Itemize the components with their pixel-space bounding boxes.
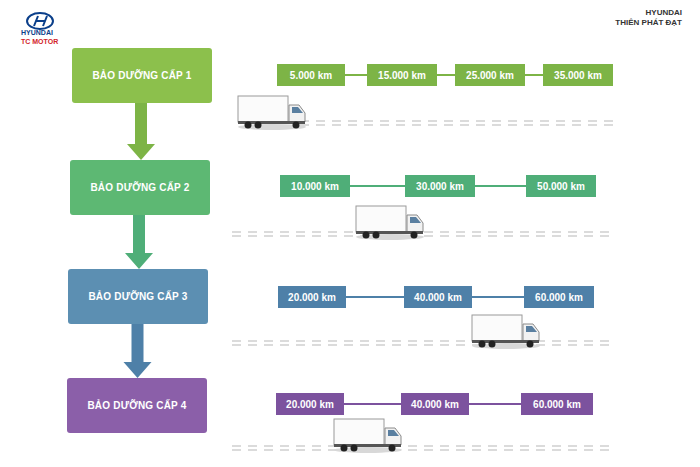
box-text: 40.000 km [414, 292, 462, 303]
truck-window [292, 107, 303, 113]
truck-cab [407, 215, 423, 232]
truck-wheel [489, 341, 496, 348]
truck-wheel [245, 122, 252, 129]
truck-wheel [363, 232, 370, 239]
truck-wheel [479, 341, 486, 348]
box-text: 30.000 km [416, 181, 464, 192]
truck-wheel [293, 122, 300, 129]
timeline-line [345, 74, 367, 76]
timeline-line [525, 74, 543, 76]
box-text: 60.000 km [535, 292, 583, 303]
truck-wheel [341, 445, 348, 452]
truck-cargo [238, 96, 288, 122]
mileage-box: 20.000 km [278, 286, 346, 308]
truck-wheel [411, 232, 418, 239]
road-dash [232, 449, 610, 450]
box-text: 5.000 km [290, 70, 332, 81]
flow-arrow [124, 324, 152, 378]
truck-wheel [351, 445, 358, 452]
mileage-box: 60.000 km [521, 393, 593, 415]
truck-icon [472, 315, 540, 349]
road-dash [232, 340, 610, 341]
truck-cab [385, 428, 401, 445]
mileage-box: 25.000 km [455, 64, 525, 86]
mileage-box: 20.000 km [276, 393, 344, 415]
truck-cab [523, 324, 539, 341]
box-text: BẢO DƯỠNG CẤP 3 [88, 291, 187, 302]
mileage-box: 30.000 km [405, 175, 475, 197]
truck-wheel [255, 122, 262, 129]
logo-ellipse [27, 13, 53, 29]
level-box: BẢO DƯỠNG CẤP 3 [68, 269, 208, 324]
timeline-line [469, 403, 521, 405]
truck-window [388, 430, 399, 436]
logo-text: TC MOTOR [21, 38, 58, 45]
truck-cargo [472, 315, 522, 341]
timeline-line [344, 403, 401, 405]
timeline-line [437, 74, 455, 76]
flow-arrow [127, 103, 155, 160]
truck-wheel [527, 341, 534, 348]
mileage-box: 40.000 km [404, 286, 472, 308]
truck-icon [356, 206, 424, 240]
brand-logo [27, 13, 53, 29]
mileage-box: 35.000 km [543, 64, 613, 86]
level-box: BẢO DƯỠNG CẤP 2 [70, 160, 210, 215]
truck-cargo [334, 419, 384, 445]
truck-window [526, 326, 537, 332]
road-dash [300, 120, 615, 121]
box-text: BẢO DƯỠNG CẤP 4 [87, 400, 186, 411]
road-dash [232, 445, 610, 446]
mileage-box: 60.000 km [524, 286, 594, 308]
mileage-box: 50.000 km [526, 175, 596, 197]
truck-wheel [373, 232, 380, 239]
timeline-line [350, 185, 405, 187]
box-text: 40.000 km [411, 399, 459, 410]
box-text: 50.000 km [537, 181, 585, 192]
flow-arrow [125, 215, 153, 269]
dealer-name: HYUNDAI [560, 8, 682, 17]
level-box: BẢO DƯỠNG CẤP 4 [67, 378, 207, 433]
trucks [238, 96, 540, 453]
road-dash [300, 124, 615, 125]
box-text: 20.000 km [286, 399, 334, 410]
box-text: 15.000 km [378, 70, 426, 81]
mileage-box: 5.000 km [277, 64, 345, 86]
box-text: 25.000 km [466, 70, 514, 81]
mileage-box: 40.000 km [401, 393, 469, 415]
timeline-line [475, 185, 526, 187]
truck-window [410, 217, 421, 223]
dealer-name: THIÊN PHÁT ĐẠT [560, 18, 682, 27]
box-text: 35.000 km [554, 70, 602, 81]
logo-mark [34, 16, 47, 26]
mileage-box: 15.000 km [367, 64, 437, 86]
truck-wheel [389, 445, 396, 452]
truck-cargo [356, 206, 406, 232]
road-lines [232, 121, 615, 450]
level-box: BẢO DƯỠNG CẤP 1 [72, 48, 212, 103]
logo-text: HYUNDAI [21, 29, 53, 36]
box-text: 60.000 km [533, 399, 581, 410]
box-text: BẢO DƯỠNG CẤP 2 [90, 182, 189, 193]
truck-cab [289, 105, 305, 122]
box-text: 10.000 km [291, 181, 339, 192]
box-text: BẢO DƯỠNG CẤP 1 [92, 70, 191, 81]
timeline-line [346, 296, 404, 298]
box-text: 20.000 km [288, 292, 336, 303]
timeline-line [472, 296, 524, 298]
truck-icon [334, 419, 402, 453]
mileage-box: 10.000 km [280, 175, 350, 197]
road-dash [232, 344, 610, 345]
truck-icon [238, 96, 306, 130]
